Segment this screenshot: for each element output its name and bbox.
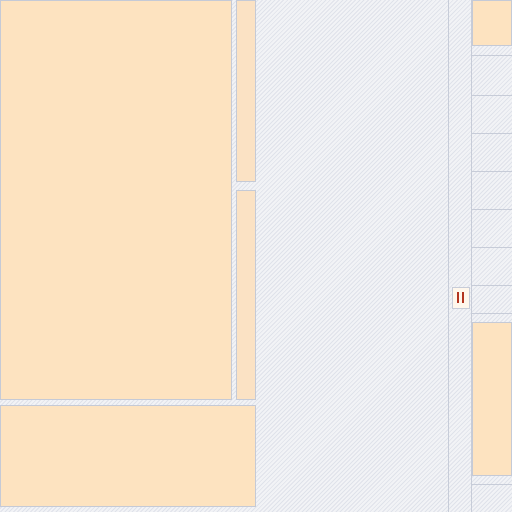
row-divider xyxy=(472,247,512,248)
right-bottom-panel-text xyxy=(473,323,511,475)
main-scrollbar-lower[interactable] xyxy=(236,190,256,400)
pause-icon[interactable] xyxy=(452,287,470,309)
bottom-text-panel xyxy=(0,405,256,507)
row-divider xyxy=(472,133,512,134)
row-divider xyxy=(472,285,512,286)
main-text-panel xyxy=(0,0,232,400)
row-divider xyxy=(472,171,512,172)
row-divider xyxy=(472,95,512,96)
main-panel-text xyxy=(1,1,231,399)
right-top-panel-text xyxy=(473,1,511,45)
main-scrollbar-upper[interactable] xyxy=(236,0,256,182)
row-divider xyxy=(472,209,512,210)
right-top-panel xyxy=(472,0,512,46)
row-divider xyxy=(472,313,512,314)
row-divider xyxy=(472,55,512,56)
row-divider xyxy=(472,484,512,485)
right-bottom-panel xyxy=(472,322,512,476)
vertical-divider[interactable] xyxy=(448,0,472,512)
bottom-panel-text xyxy=(1,406,255,506)
